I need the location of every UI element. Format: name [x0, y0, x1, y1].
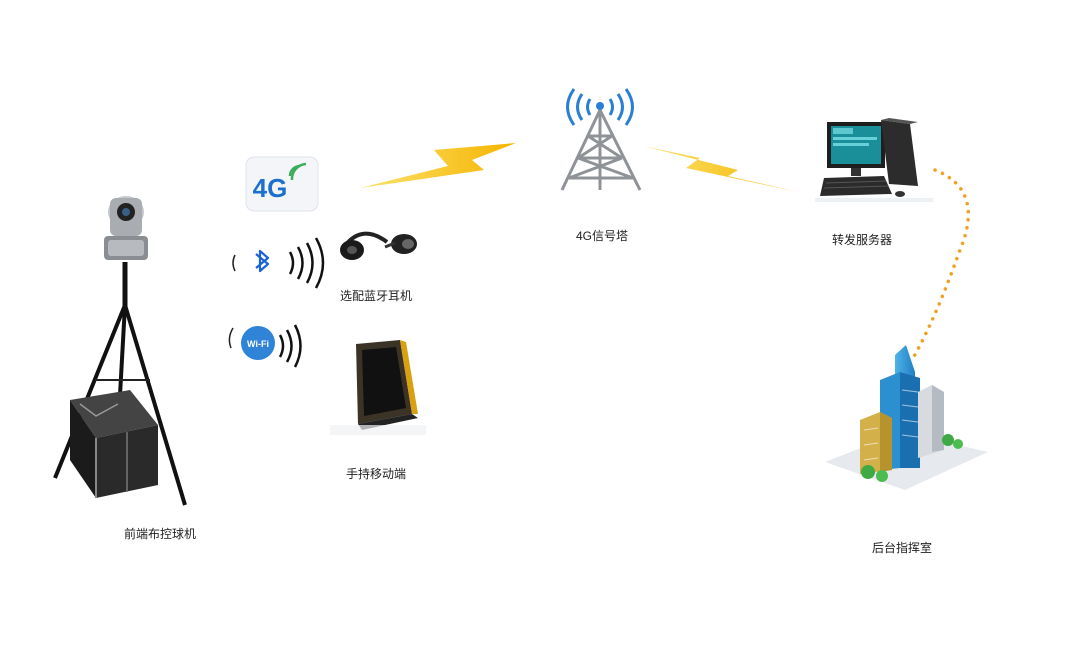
command-center-label: 后台指挥室 [872, 540, 932, 555]
bluetooth-icon [232, 249, 270, 273]
bluetooth-signal-waves [288, 237, 325, 289]
handheld-label: 手持移动端 [346, 466, 406, 481]
bluetooth-headset-icon [340, 231, 417, 260]
lightning-bolt-left [360, 143, 516, 188]
4g-badge-icon: 4G [245, 156, 319, 212]
office-buildings-icon [825, 345, 988, 490]
dotted-link [910, 168, 971, 362]
ptz-camera-on-tripod-icon [53, 196, 187, 506]
wifi-signal-waves [278, 324, 302, 368]
wifi-icon-text: Wi-Fi [247, 339, 269, 349]
camera-label: 前端布控球机 [124, 526, 196, 541]
wifi-icon: Wi-Fi [228, 326, 275, 360]
4g-badge-text: 4G [253, 173, 288, 203]
rugged-tablet-icon [330, 340, 426, 435]
tower-label: 4G信号塔 [576, 229, 628, 243]
signal-tower-icon [560, 88, 642, 191]
desktop-computer-icon [815, 118, 933, 202]
server-label: 转发服务器 [832, 232, 892, 247]
lightning-bolt-right [643, 146, 798, 192]
headset-label: 选配蓝牙耳机 [340, 289, 412, 303]
